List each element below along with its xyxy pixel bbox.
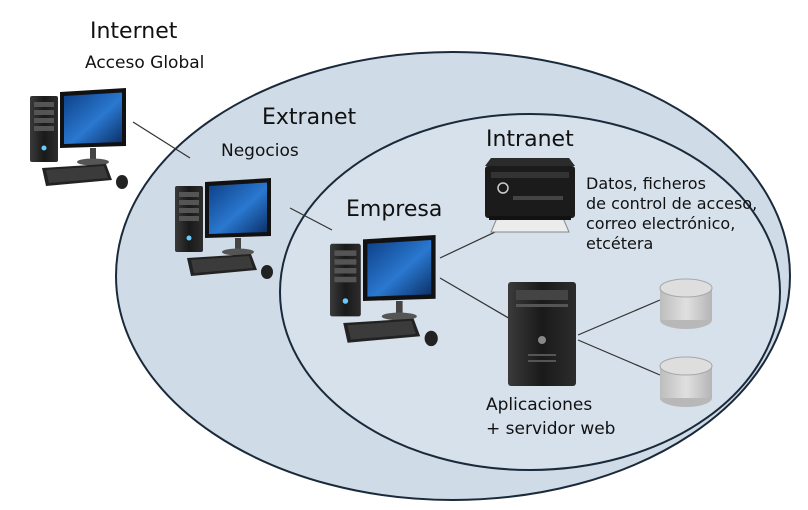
printer-icon <box>485 158 575 233</box>
link-internet-extranet <box>132 121 191 159</box>
intranet-title: Intranet <box>486 127 574 152</box>
empresa-title: Empresa <box>346 197 443 222</box>
link-extranet-empresa <box>289 207 333 231</box>
server-label-line2: + servidor web <box>486 419 616 439</box>
server-icon <box>508 282 576 386</box>
internet-subtitle: Acceso Global <box>85 53 205 73</box>
extranet-subtitle: Negocios <box>221 141 299 161</box>
link-server-disk-1 <box>577 299 661 336</box>
link-server-disk-2 <box>577 339 661 376</box>
internet-title: Internet <box>90 19 178 44</box>
extranet-title: Extranet <box>262 105 357 130</box>
database-disk-icon <box>659 278 713 329</box>
server-label-line1: Aplicaciones <box>486 395 593 415</box>
printer-note: Datos, ficheros de control de acceso, co… <box>586 174 758 253</box>
link-empresa-server <box>439 277 513 321</box>
database-disk-icon <box>659 356 713 407</box>
internet-computer-icon <box>30 88 128 189</box>
